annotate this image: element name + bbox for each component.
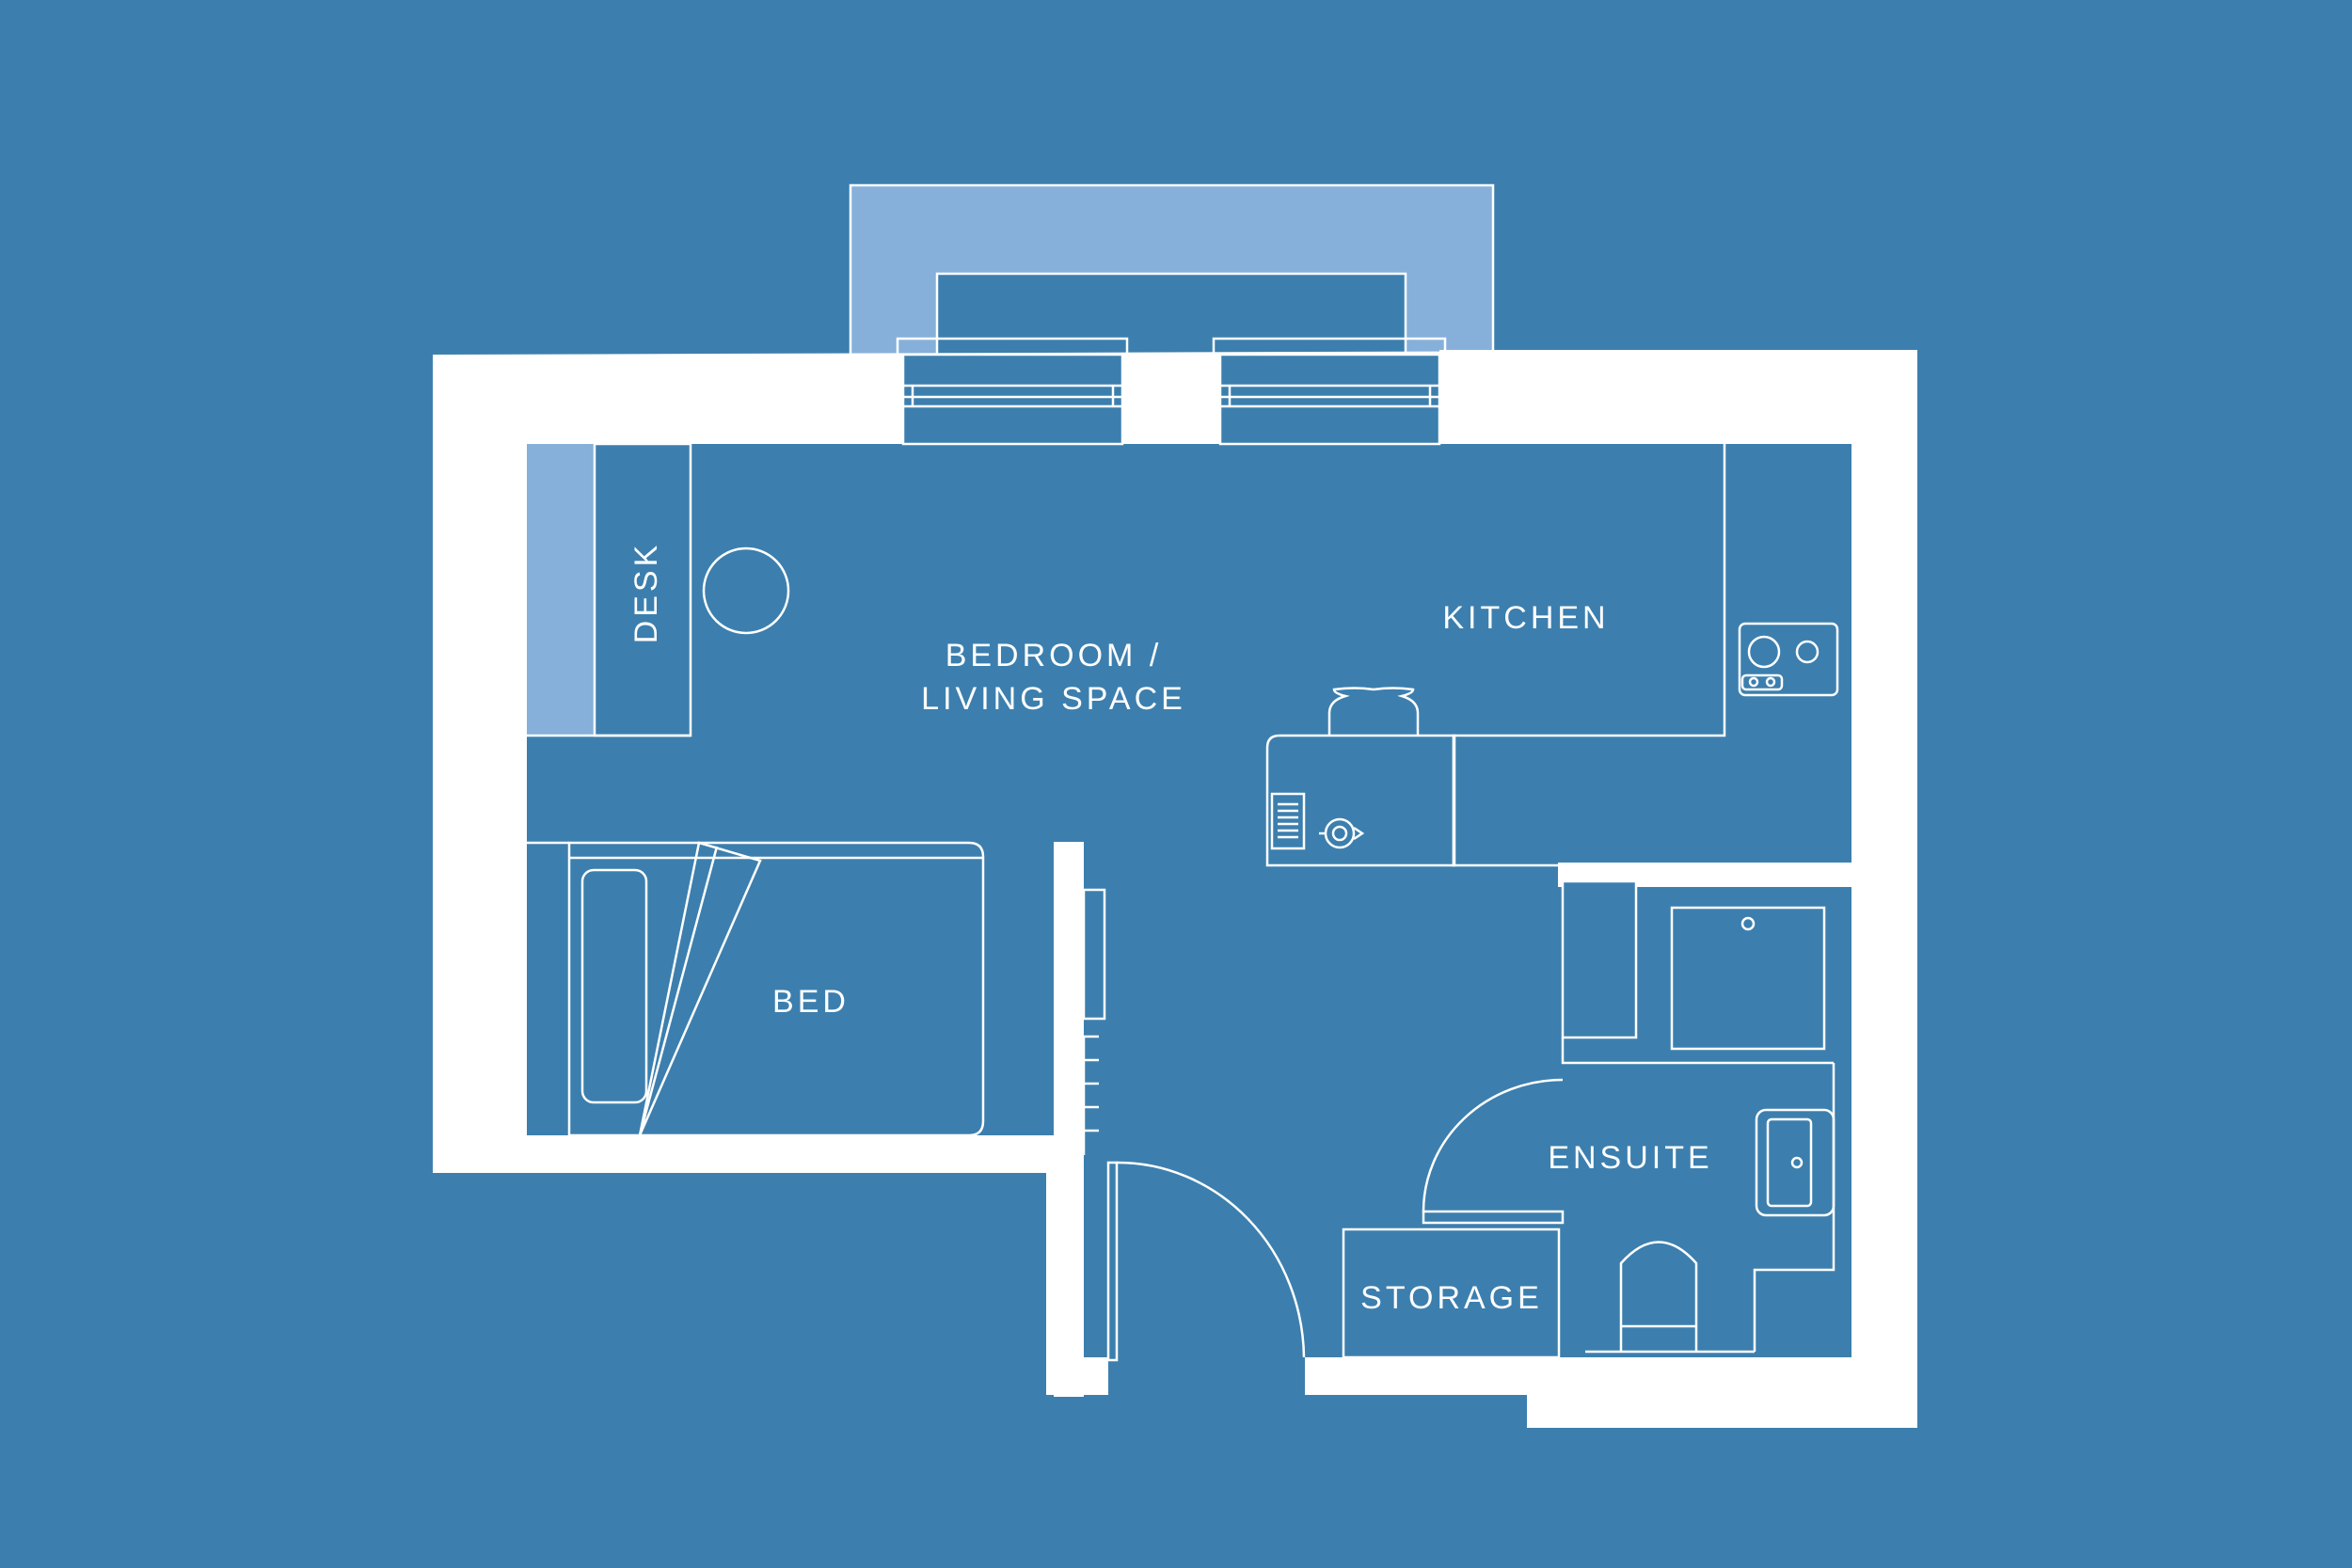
window-right <box>1212 337 1447 446</box>
chair-icon <box>702 546 790 635</box>
ensuite-label: ENSUITE <box>1548 1140 1712 1176</box>
desk-label: DESK <box>628 542 664 644</box>
kettle-icon <box>1319 817 1365 849</box>
wardrobe <box>1561 879 1638 1039</box>
microwave-icon <box>1270 792 1306 850</box>
bed-label: BED <box>772 984 850 1020</box>
kitchen-counter <box>1265 444 1851 867</box>
bedroom-label-line2: LIVING SPACE <box>921 681 1186 717</box>
desk: DESK <box>527 442 692 737</box>
ensuite-door-icon <box>1422 1078 1565 1225</box>
storage-label: STORAGE <box>1360 1280 1543 1316</box>
kitchen-label: KITCHEN <box>1442 600 1609 636</box>
entry-wall <box>1054 842 1084 1397</box>
sink-icon <box>1327 687 1420 736</box>
storage: STORAGE <box>1342 1227 1561 1359</box>
bedroom-label-line1: BEDROOM / <box>946 638 1163 673</box>
basin-icon <box>1755 1108 1836 1217</box>
shower-icon <box>1670 906 1826 1051</box>
floor-areas <box>527 444 1851 1395</box>
radiator-icon <box>1082 888 1106 1155</box>
bed: BED <box>527 841 985 1137</box>
window-left <box>896 337 1129 446</box>
hob-icon <box>1738 622 1839 697</box>
balcony <box>849 183 1495 360</box>
toilet-icon <box>1585 1241 1755 1354</box>
bottom-wall-left <box>1046 1357 1108 1395</box>
door-swing-icon <box>1106 1161 1306 1362</box>
